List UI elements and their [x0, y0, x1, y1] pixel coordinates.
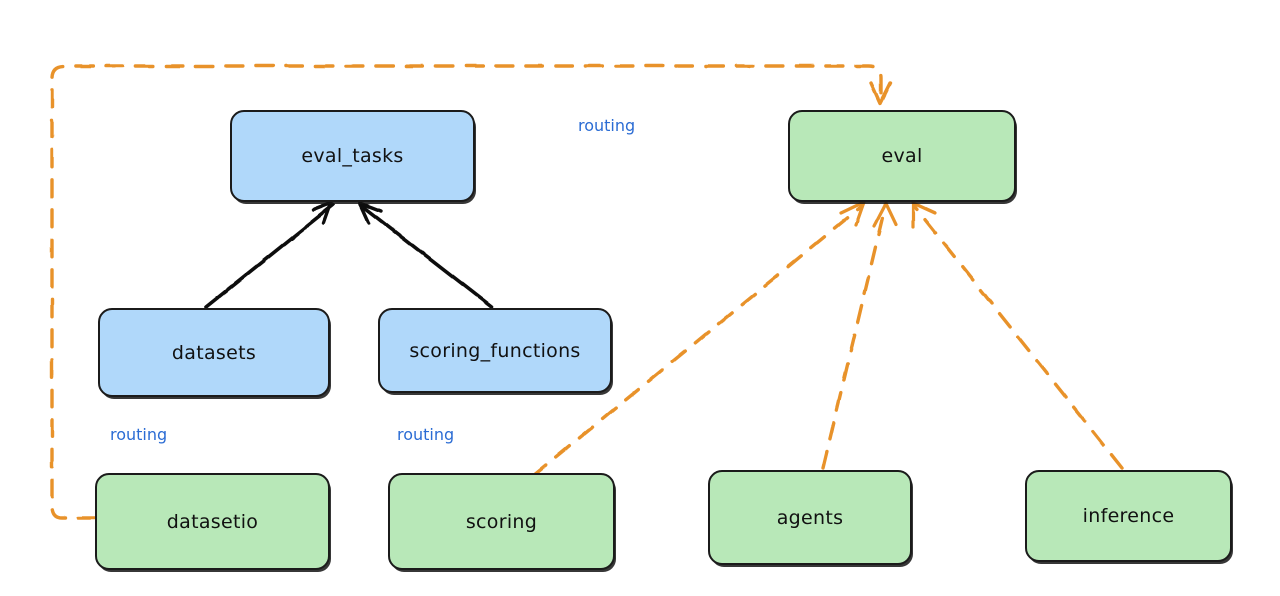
edge-label-routing-eval-tasks-eval: routing [578, 116, 636, 135]
node-label: eval [881, 145, 923, 167]
node-datasetio[interactable]: datasetio [95, 473, 330, 570]
node-label: scoring [465, 510, 538, 533]
node-eval[interactable]: eval [788, 110, 1016, 202]
node-label: datasetio [166, 510, 259, 533]
node-agents[interactable]: agents [708, 470, 912, 565]
node-inference[interactable]: inference [1025, 470, 1232, 562]
node-label: agents [776, 506, 844, 529]
edge-inference-to-eval [911, 201, 1124, 470]
node-label: inference [1082, 505, 1175, 527]
node-eval-tasks[interactable]: eval_tasks [230, 110, 475, 202]
edge-scoring_functions-to-eval_tasks [358, 201, 494, 309]
edge-datasetio-to-eval [50, 64, 892, 520]
edge-scoring-to-eval [531, 200, 866, 478]
node-scoring-functions[interactable]: scoring_functions [378, 308, 612, 393]
edge-label-routing-scoring-functions-scoring: routing [397, 425, 455, 444]
edge-label-routing-datasets-datasetio: routing [110, 425, 168, 444]
edge-datasets-to-eval_tasks [204, 201, 335, 309]
node-label: datasets [171, 341, 257, 364]
node-label: eval_tasks [301, 145, 404, 167]
edge-agents-to-eval [821, 201, 898, 470]
node-scoring[interactable]: scoring [388, 473, 615, 570]
node-label: scoring_functions [409, 339, 581, 362]
node-datasets[interactable]: datasets [98, 308, 330, 397]
